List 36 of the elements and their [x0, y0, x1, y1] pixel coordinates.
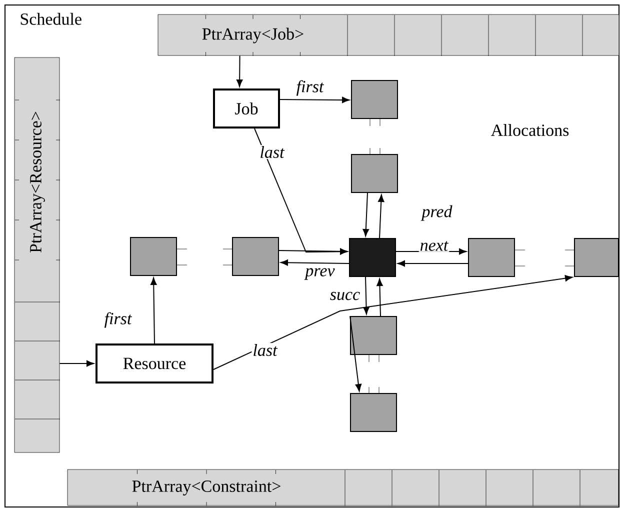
- allocation-box: [350, 386, 397, 432]
- allocation-box: [130, 237, 188, 276]
- arrow: [363, 276, 370, 315]
- arrow: [398, 260, 468, 267]
- allocation-box: [468, 238, 526, 277]
- arrow: [213, 275, 573, 370]
- class-box: Job: [213, 88, 280, 128]
- edge-label: succ: [328, 290, 362, 302]
- array-bar: PtrArray<Resource>: [14, 57, 60, 453]
- class-box: Resource: [96, 344, 214, 384]
- allocation-box: [351, 148, 398, 193]
- allocation-box: [222, 237, 279, 276]
- arrow: [362, 192, 369, 237]
- edge-label: first: [295, 79, 325, 97]
- edge-label: pred: [420, 204, 454, 222]
- arrow: [376, 278, 383, 316]
- allocation-box: [351, 80, 398, 126]
- arrow: [278, 248, 348, 254]
- region-label: Allocations: [491, 124, 569, 136]
- edge-label: last: [258, 145, 286, 159]
- edge-label: first: [103, 311, 133, 329]
- arrow: [350, 316, 362, 392]
- arrow: [150, 278, 157, 344]
- allocation-box: [350, 316, 397, 362]
- array-bar: PtrArray<Constraint>: [67, 469, 619, 506]
- allocation-box: [349, 238, 396, 277]
- allocation-box: [564, 238, 619, 277]
- arrow: [280, 96, 350, 104]
- arrow: [59, 360, 94, 367]
- arrow: [280, 260, 350, 266]
- edge-label: next: [418, 240, 450, 252]
- edge-label: prev: [304, 267, 336, 281]
- arrow: [378, 194, 384, 238]
- edge-label: last: [252, 343, 278, 357]
- arrow: [236, 55, 243, 87]
- array-bar: PtrArray<Job>: [158, 14, 620, 56]
